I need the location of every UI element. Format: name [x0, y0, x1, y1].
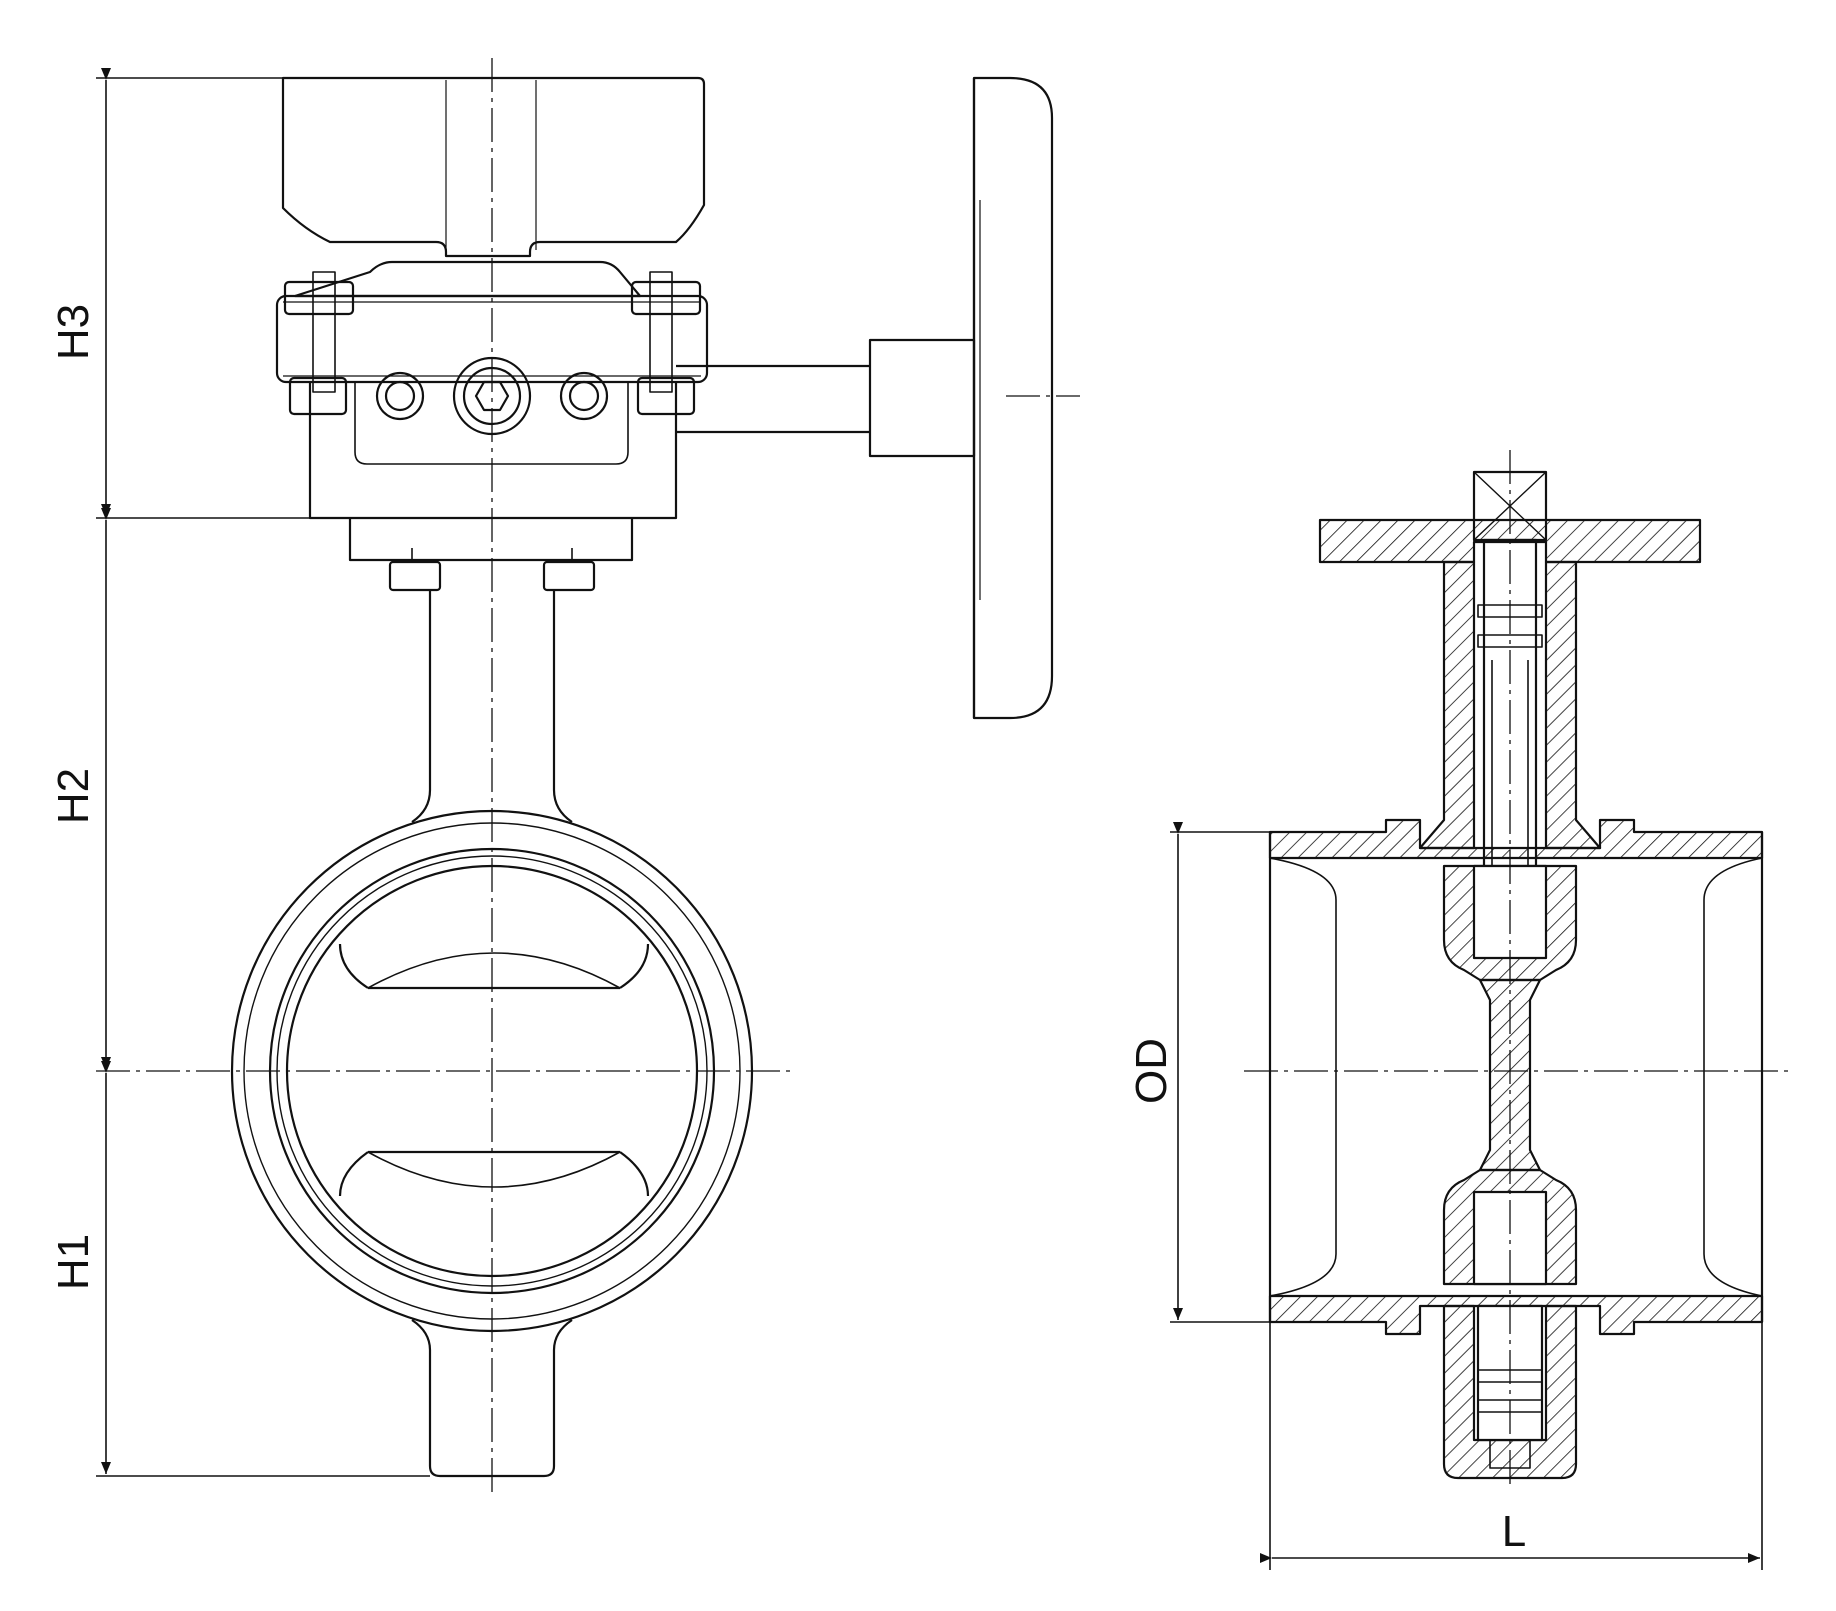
valve-disc [338, 943, 650, 1197]
body-top-wall [1268, 818, 1764, 860]
side-section-view [1170, 450, 1790, 1570]
handwheel-assembly [676, 76, 1054, 720]
handwheel [972, 76, 1054, 720]
gearbox-top-housing [281, 76, 706, 258]
dim-label-h1: H1 [49, 1234, 98, 1290]
gearbox-body [293, 260, 642, 298]
dim-label-od: OD [1127, 1038, 1176, 1104]
neck-wall-left [1418, 560, 1476, 850]
gearbox-lower-body [308, 382, 678, 520]
gearbox-corner-bolts [283, 271, 702, 416]
dim-label-l: L [1502, 1507, 1526, 1556]
handwheel-hub [868, 338, 976, 458]
front-dimensions [96, 68, 430, 1477]
dim-label-h2: H2 [49, 768, 98, 824]
dim-label-h3: H3 [49, 304, 98, 360]
side-dimensions [1170, 822, 1763, 1570]
front-view [96, 58, 1080, 1496]
neck-wall-right [1544, 560, 1602, 850]
valve-neck [411, 590, 573, 823]
gearbox-base [348, 518, 634, 562]
